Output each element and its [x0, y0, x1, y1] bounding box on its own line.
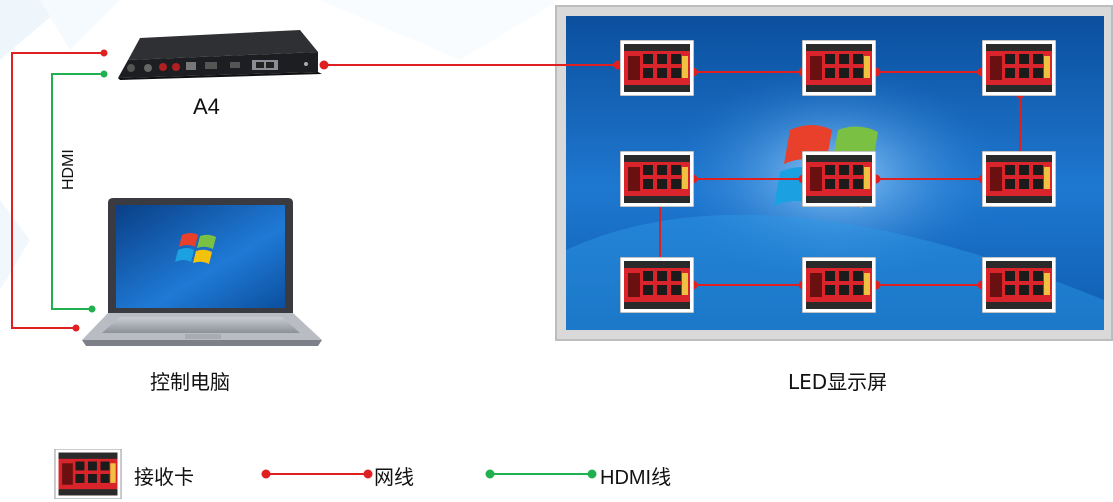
- receiver-card-icon: [802, 257, 876, 313]
- receiver-card-icon: [620, 151, 694, 207]
- legend-network-label: 网线: [374, 465, 414, 489]
- receiver-card-icon: [620, 40, 694, 96]
- legend-network-line: [261, 469, 373, 479]
- device-name: A4: [193, 94, 220, 119]
- legend-receiver-card-label: 接收卡: [134, 465, 194, 489]
- receiver-card-icon: [802, 151, 876, 207]
- network-endpoint: [100, 49, 108, 57]
- receiver-cards: [620, 40, 1056, 313]
- led-screen-label: LED显示屏: [788, 370, 888, 394]
- legend-hdmi-line: [485, 469, 597, 479]
- receiver-card-icon: [802, 40, 876, 96]
- receiver-card-icon: [982, 151, 1056, 207]
- receiver-card-icon: [620, 257, 694, 313]
- legend-hdmi-label: HDMI线: [600, 467, 672, 489]
- hdmi-cable-label: HDMI: [60, 149, 77, 190]
- pc-network-cable: [11, 52, 104, 329]
- controller-box-icon: [118, 30, 322, 80]
- receiver-card-icon: [982, 40, 1056, 96]
- receiver-card-icon: [982, 257, 1056, 313]
- computer-label: 控制电脑: [150, 370, 230, 394]
- background-decoration: [0, 0, 560, 290]
- receiver-card-icon: [54, 449, 122, 499]
- pc-hdmi-cable: [51, 73, 104, 310]
- windows-logo-icon: [175, 233, 216, 264]
- hdmi-endpoint: [100, 70, 108, 78]
- laptop-icon: [82, 198, 322, 346]
- hdmi-endpoint: [88, 305, 96, 313]
- network-endpoint: [72, 324, 80, 332]
- legend: [54, 449, 597, 499]
